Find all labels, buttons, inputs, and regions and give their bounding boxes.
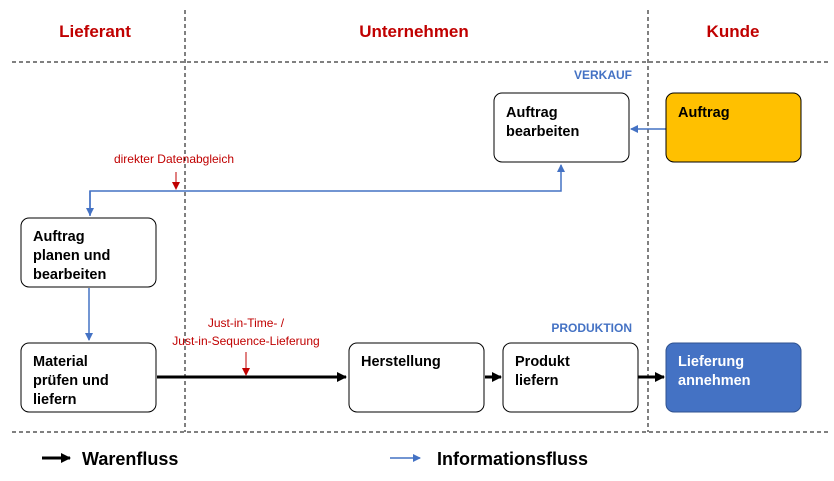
- box-plan-order-line: Auftrag: [33, 229, 85, 245]
- box-process-order-line: bearbeiten: [506, 124, 579, 140]
- legend-info-flow-label: Informationsfluss: [437, 449, 588, 469]
- box-plan-order-line: bearbeiten: [33, 267, 106, 283]
- note-jit-line1: Just-in-Time- /: [208, 316, 285, 330]
- lane-header-supplier: Lieferant: [59, 22, 131, 41]
- box-receive-delivery-line: Lieferung: [678, 354, 744, 370]
- box-deliver-product-line: Produkt: [515, 354, 570, 370]
- box-check-material: Material prüfen und liefern: [20, 342, 157, 413]
- box-receive-delivery-line: annehmen: [678, 373, 751, 389]
- box-customer-order: Auftrag: [665, 92, 802, 163]
- section-label-production: PRODUKTION: [551, 321, 632, 335]
- box-check-material-line: liefern: [33, 392, 77, 408]
- box-deliver-product-line: liefern: [515, 373, 559, 389]
- section-label-sales: VERKAUF: [574, 68, 632, 82]
- box-receive-delivery: Lieferung annehmen: [665, 342, 802, 413]
- legend-goods-flow-label: Warenfluss: [82, 449, 178, 469]
- info-arrow-sync-to-sales: [89, 164, 565, 216]
- box-customer-order-line: Auftrag: [678, 105, 730, 121]
- lane-header-company: Unternehmen: [359, 22, 469, 41]
- box-plan-order: Auftrag planen und bearbeiten: [20, 217, 157, 288]
- box-deliver-product: Produkt liefern: [502, 342, 639, 413]
- box-manufacturing-line: Herstellung: [361, 354, 441, 370]
- box-process-order: Auftrag bearbeiten: [493, 92, 630, 163]
- box-manufacturing: Herstellung: [348, 342, 485, 413]
- note-data-sync: direkter Datenabgleich: [114, 152, 234, 166]
- box-check-material-line: Material: [33, 354, 88, 370]
- lane-header-customer: Kunde: [707, 22, 760, 41]
- box-check-material-line: prüfen und: [33, 373, 109, 389]
- note-jit-line2: Just-in-Sequence-Lieferung: [172, 334, 319, 348]
- box-process-order-line: Auftrag: [506, 105, 558, 121]
- box-plan-order-line: planen und: [33, 248, 110, 264]
